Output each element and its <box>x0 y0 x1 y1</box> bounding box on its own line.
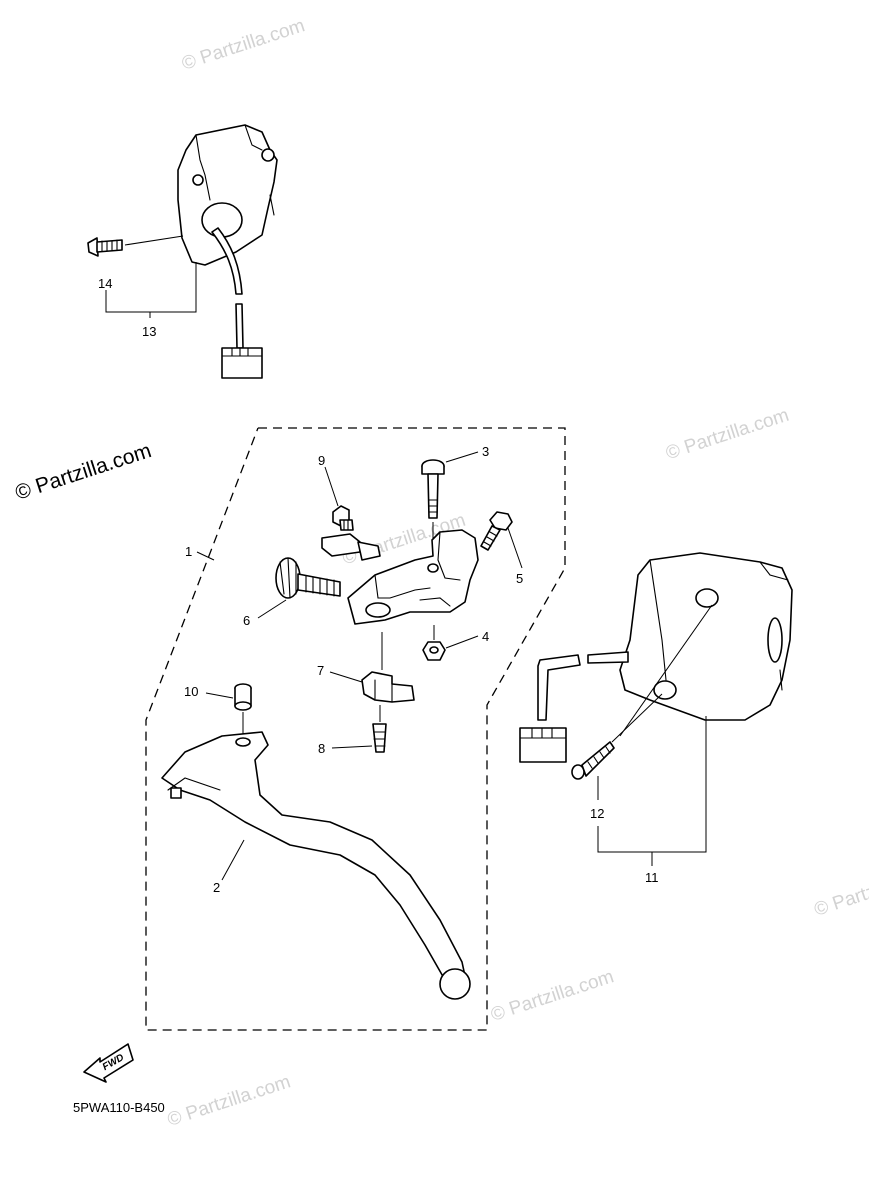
fwd-arrow-icon: FWD <box>83 1043 134 1083</box>
watermark-text: © Partzilla.com <box>179 15 307 75</box>
right-handlebar-switch <box>519 552 793 763</box>
watermark-text: © Partzilla.com <box>812 861 869 921</box>
callout-6: 6 <box>243 613 250 628</box>
bolt-3 <box>421 459 445 519</box>
screw-14 <box>87 237 123 257</box>
screw-12 <box>571 741 615 780</box>
callout-3: 3 <box>482 444 489 459</box>
screw-8 <box>372 705 387 753</box>
callout-9: 9 <box>318 453 325 468</box>
collar-10 <box>234 683 252 738</box>
brake-switch-7 <box>361 632 415 703</box>
callout-2: 2 <box>213 880 220 895</box>
callout-11: 11 <box>645 870 659 885</box>
callout-1: 1 <box>185 544 192 559</box>
partzilla-watermark: © Partzilla.com <box>12 439 154 505</box>
watermark-text: © Partzilla.com <box>663 405 791 465</box>
callout-7: 7 <box>317 663 324 678</box>
nut-4 <box>422 641 446 661</box>
left-handlebar-switch <box>177 124 278 379</box>
lever-bracket <box>347 529 479 625</box>
bolt-5 <box>480 511 513 551</box>
watermark-text: © Partzilla.com <box>165 1071 293 1131</box>
callout-13: 13 <box>142 324 156 339</box>
lever-2 <box>161 731 471 1000</box>
diagram-code: 5PWA110-B450 <box>73 1100 165 1115</box>
callout-12: 12 <box>590 806 604 821</box>
screw-9 <box>332 505 354 531</box>
callout-10: 10 <box>184 684 198 699</box>
callout-8: 8 <box>318 741 325 756</box>
callout-4: 4 <box>482 629 489 644</box>
adjuster-6 <box>275 557 341 599</box>
watermark-text: © Partzilla.com <box>488 966 616 1026</box>
assembly-outline <box>145 427 566 1031</box>
switch-plate <box>321 533 381 561</box>
callout-14: 14 <box>98 276 112 291</box>
callout-5: 5 <box>516 571 523 586</box>
